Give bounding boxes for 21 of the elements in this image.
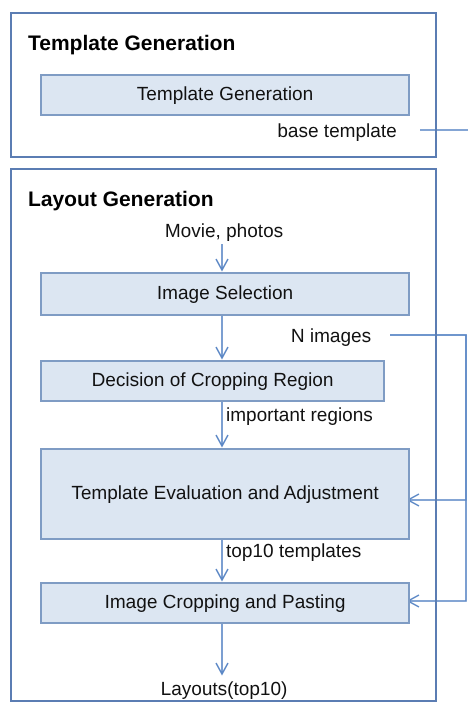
flow-text: base template bbox=[252, 119, 422, 145]
process-box: Template Generation bbox=[40, 74, 410, 116]
group-panel bbox=[10, 12, 437, 158]
arrow bbox=[215, 622, 229, 675]
process-box: Image Selection bbox=[40, 272, 410, 316]
panel-heading: Template Generation bbox=[28, 31, 236, 57]
arrow bbox=[215, 538, 229, 581]
arrow bbox=[215, 244, 229, 271]
arrow bbox=[215, 400, 229, 447]
edge-label: important regions bbox=[226, 404, 373, 428]
group-panel bbox=[10, 168, 437, 702]
flow-text: Layouts(top10) bbox=[124, 676, 324, 704]
process-box: Decision of Cropping Region bbox=[40, 360, 385, 402]
process-box: Image Cropping and Pasting bbox=[40, 582, 410, 624]
flow-text: Movie, photos bbox=[134, 218, 314, 246]
arrow bbox=[215, 314, 229, 359]
flow-text: N images bbox=[270, 324, 392, 350]
process-box: Template Evaluation and Adjustment bbox=[40, 448, 410, 540]
edge-label: top10 templates bbox=[226, 540, 362, 564]
panel-heading: Layout Generation bbox=[28, 187, 214, 213]
arrow bbox=[390, 334, 467, 608]
